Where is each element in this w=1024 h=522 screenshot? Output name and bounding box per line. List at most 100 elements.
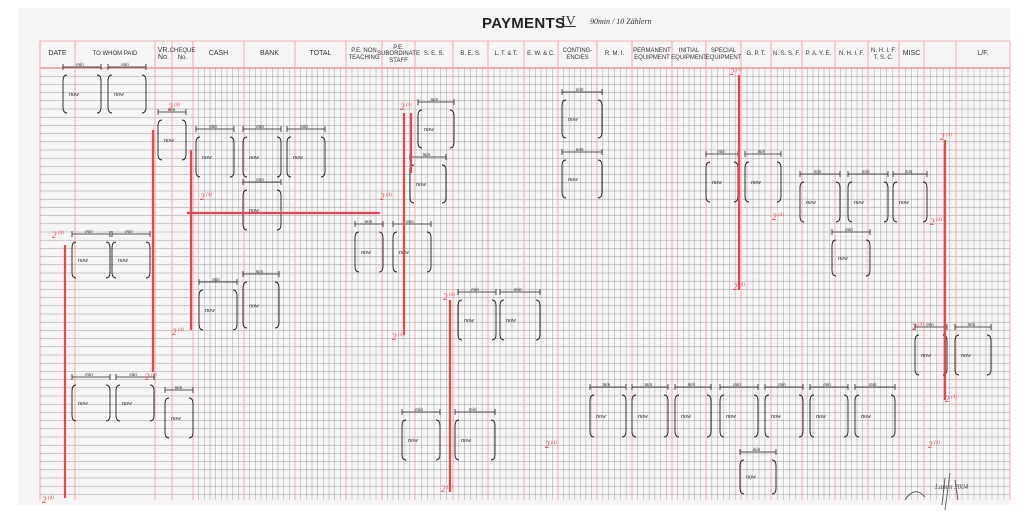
group-marker-label: (4) [449,293,455,298]
left-bracket [739,459,745,495]
right-bracket [276,189,282,231]
right-bracket [320,136,326,178]
duration-bar-tick [242,271,280,277]
left-bracket [417,109,423,149]
note-label: now [681,414,691,420]
duration-bar-tick [157,109,187,115]
duration-label: min [431,98,439,103]
note-label: now [771,414,781,420]
duration-bar-tick [71,374,111,380]
left-bracket [71,241,77,279]
left-bracket [631,394,637,438]
note-label: now [861,414,871,420]
right-bracket [276,136,282,178]
duration-bar-tick [674,384,712,390]
group-marker-label: (4) [178,328,184,333]
right-bracket [663,394,669,438]
duration-bar-tick [892,171,928,177]
duration-bar-tick [764,384,804,390]
left-bracket [561,99,567,139]
duration-bar-tick [242,126,282,132]
duration-label: min [168,108,176,113]
duration-label: min [845,228,853,233]
duration-label: min [125,230,133,235]
left-bracket [62,74,68,114]
left-bracket [589,394,595,438]
right-bracket [883,181,889,223]
note-label: now [205,308,215,314]
left-bracket [744,161,750,203]
column-header-special-equipment: SPECIAL EQUIPMENT [705,48,742,61]
column-header-s-e-s: S. E. S. [423,51,445,58]
note-label: now [202,155,212,161]
right-bracket [597,99,603,139]
group-marker-label: (4) [736,68,742,73]
duration-bar-tick [499,289,541,295]
note-label: now [921,353,931,359]
right-bracket [491,299,497,341]
duration-bar-tick [71,231,111,237]
column-header-e-w-c: E. W. & C. [527,51,555,58]
left-bracket [561,159,567,199]
note-label: now [171,416,181,422]
player-count-label: 2 [945,394,950,404]
duration-label: min [300,125,308,130]
column-header-p-e-subordinate-staff: P.E. SUBORDINATE STAFF [377,44,420,64]
duration-label: min [733,383,741,388]
duration-bar-tick [809,384,849,390]
left-bracket [286,136,292,178]
duration-label: min [121,63,129,68]
duration-label: min [926,323,934,328]
duration-label: min [717,150,725,155]
duration-bar-tick [392,221,432,227]
left-bracket [914,334,920,376]
duration-bar-tick [107,64,147,70]
left-bracket [854,394,860,438]
duration-bar-tick [242,179,282,185]
right-bracket [798,394,804,438]
right-bracket [776,161,782,203]
player-count-label: 2 [912,322,917,332]
duration-label: min [753,448,761,453]
duration-bar-tick [286,126,326,132]
group-marker-label: (4) [151,373,157,378]
duration-label: min [758,150,766,155]
duration-bar-tick [417,99,455,105]
player-count-label: 2 [772,212,777,222]
note-label: now [854,200,864,206]
right-bracket [449,109,455,149]
right-bracket [621,394,627,438]
right-bracket [771,459,777,495]
page-title: PAYMENTS [482,15,566,32]
right-bracket [181,119,187,161]
duration-label: min [175,386,183,391]
note-label: now [568,117,578,123]
player-count-label: 2 [168,102,173,112]
group-marker-label: (4) [946,133,952,138]
player-count-label: 2 [52,230,57,240]
note-label: now [638,414,648,420]
left-bracket [809,394,815,438]
duration-label: min [645,383,653,388]
note-label: now [114,92,124,98]
duration-label: min [256,270,264,275]
duration-bar-tick [739,449,777,455]
duration-bar-tick [799,171,841,177]
duration-label: min [968,323,976,328]
duration-bar-tick [354,221,384,227]
note-label: now [69,92,79,98]
duration-label: min [778,383,786,388]
note-label: now [838,256,848,262]
left-bracket [954,334,960,376]
left-bracket [157,119,163,161]
player-count-label: 2 [42,495,47,505]
right-bracket [753,394,759,438]
note-label: now [961,353,971,359]
right-bracket [141,74,147,114]
note-label: now [424,127,434,133]
duration-bar-tick [111,231,151,237]
duration-label: min [514,288,522,293]
duration-bar-tick [744,151,782,157]
